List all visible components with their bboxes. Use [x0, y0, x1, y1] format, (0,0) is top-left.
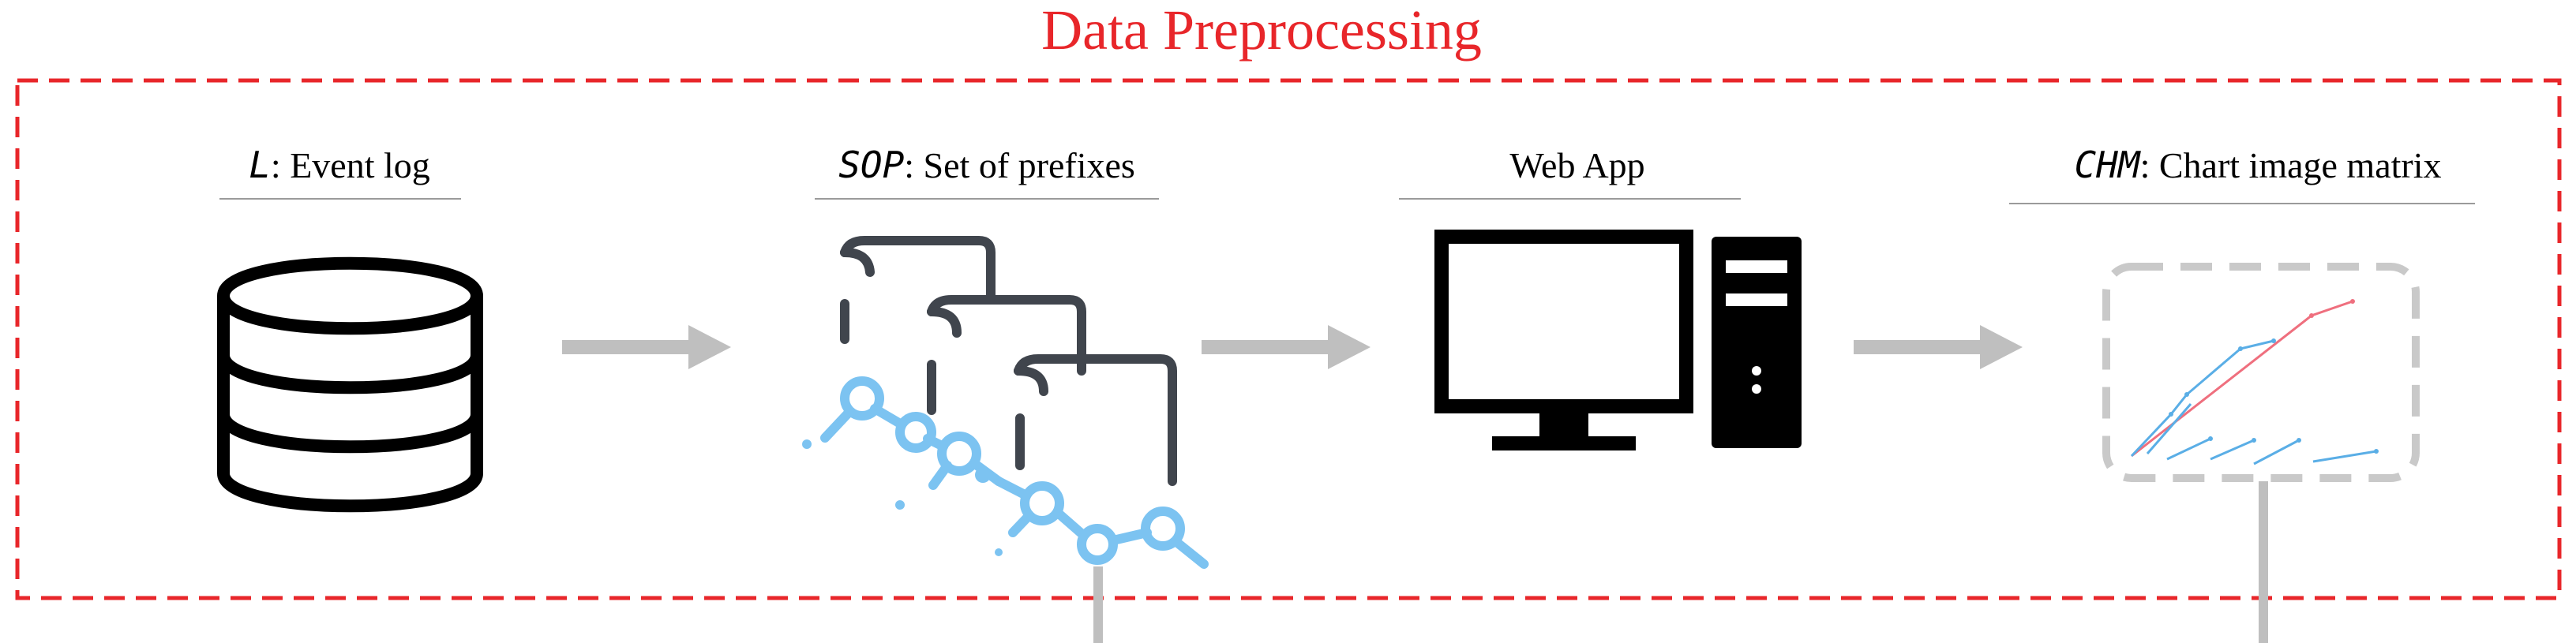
- flow-arrow-1: [562, 325, 731, 369]
- stage-web-app: Web App: [1399, 145, 1802, 450]
- chart-matrix-symbol: CHM: [2074, 144, 2141, 186]
- prefixes-symbol: SOP: [838, 144, 904, 186]
- prefixes-text: : Set of prefixes: [904, 145, 1135, 185]
- flow-arrow-3: [1854, 325, 2023, 369]
- stage-prefixes-label: SOP: Set of prefixes: [838, 144, 1135, 186]
- stage-event-log: L: Event log: [217, 144, 483, 513]
- document-prefix-icon: [802, 236, 1209, 569]
- stage-set-of-prefixes: SOP: Set of prefixes: [802, 144, 1209, 643]
- database-icon: [217, 256, 483, 513]
- diagram-title: Data Preprocessing: [1041, 0, 1482, 62]
- flow-arrow-2: [1202, 325, 1370, 369]
- chart-image-icon: [2102, 263, 2420, 482]
- chart-matrix-label: CHM: Chart image matrix: [2074, 144, 2441, 186]
- event-log-symbol: L: [249, 144, 271, 186]
- stage-event-log-label: L: Event log: [249, 144, 430, 186]
- stage-chart-image-matrix: CHM: Chart image matrix: [2009, 144, 2475, 643]
- web-app-label: Web App: [1509, 145, 1644, 185]
- event-log-text: : Event log: [271, 145, 430, 185]
- chart-matrix-text: : Chart image matrix: [2140, 145, 2442, 185]
- desktop-computer-icon: [1434, 230, 1802, 450]
- preprocessing-frame: [15, 78, 2562, 600]
